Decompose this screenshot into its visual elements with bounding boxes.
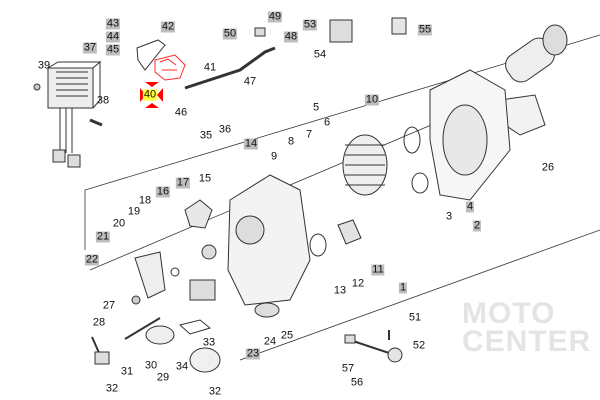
starter-motor-part <box>499 24 568 136</box>
callout-34: 34 <box>175 360 189 373</box>
main-cover-part <box>227 174 311 306</box>
callout-20: 20 <box>112 217 126 230</box>
callout-1: 1 <box>398 281 408 294</box>
callout-41: 41 <box>203 61 217 74</box>
callout-18: 18 <box>138 194 152 207</box>
watermark: MOTO CENTER <box>462 297 592 358</box>
callout-24: 24 <box>263 335 277 348</box>
voltage-regulator-part <box>47 60 102 168</box>
callout-7: 7 <box>305 128 313 141</box>
callout-10: 10 <box>364 93 380 106</box>
callout-14: 14 <box>243 137 259 150</box>
callout-29: 29 <box>156 371 170 384</box>
callout-27: 27 <box>102 299 116 312</box>
assembly-bracket-line <box>84 34 600 250</box>
callout-9: 9 <box>270 150 278 163</box>
callout-44: 44 <box>105 30 121 43</box>
cylinder-part <box>342 126 429 196</box>
callout-36: 36 <box>218 123 232 136</box>
callout-19: 19 <box>127 205 141 218</box>
callout-12: 12 <box>351 277 365 290</box>
callout-22: 22 <box>84 253 100 266</box>
callout-51: 51 <box>408 311 422 324</box>
callout-17: 17 <box>175 176 191 189</box>
callout-28: 28 <box>92 316 106 329</box>
callout-2: 2 <box>472 219 482 232</box>
callout-21: 21 <box>95 230 111 243</box>
callout-49: 49 <box>267 10 283 23</box>
callout-30: 30 <box>144 359 158 372</box>
callout-26: 26 <box>541 161 555 174</box>
callout-56: 56 <box>350 376 364 389</box>
callout-55: 55 <box>417 23 433 36</box>
callout-48: 48 <box>283 30 299 43</box>
callout-4: 4 <box>465 200 475 213</box>
callout-15: 15 <box>198 172 212 185</box>
callout-54: 54 <box>313 48 327 61</box>
callout-45: 45 <box>105 43 121 56</box>
callout-23: 23 <box>245 347 261 360</box>
callout-52: 52 <box>412 339 426 352</box>
callout-8: 8 <box>287 135 295 148</box>
callout-13: 13 <box>333 284 347 297</box>
watermark-line2: CENTER <box>462 325 592 358</box>
callout-47: 47 <box>243 75 257 88</box>
callout-46: 46 <box>174 106 188 119</box>
callout-50: 50 <box>222 27 238 40</box>
callout-53: 53 <box>302 18 318 31</box>
callout-43: 43 <box>105 17 121 30</box>
callout-42: 42 <box>160 20 176 33</box>
callout-16: 16 <box>155 185 171 198</box>
callout-35: 35 <box>199 129 213 142</box>
callout-39: 39 <box>37 59 51 72</box>
callout-6: 6 <box>323 116 331 129</box>
callout-40: 40 <box>142 88 158 101</box>
callout-37: 37 <box>82 41 98 54</box>
callout-11: 11 <box>371 263 385 276</box>
callout-31: 31 <box>120 365 134 378</box>
callout-33: 33 <box>202 336 216 349</box>
callout-25: 25 <box>280 329 294 342</box>
callout-32: 32 <box>105 382 119 395</box>
callout-3: 3 <box>445 210 453 223</box>
watermark-line1: MOTO <box>462 297 556 330</box>
callout-38: 38 <box>96 94 110 107</box>
callout-57: 57 <box>341 362 355 375</box>
callout-5: 5 <box>312 101 320 114</box>
highlighted-part-40 <box>154 54 186 81</box>
callout-32: 32 <box>208 385 222 398</box>
